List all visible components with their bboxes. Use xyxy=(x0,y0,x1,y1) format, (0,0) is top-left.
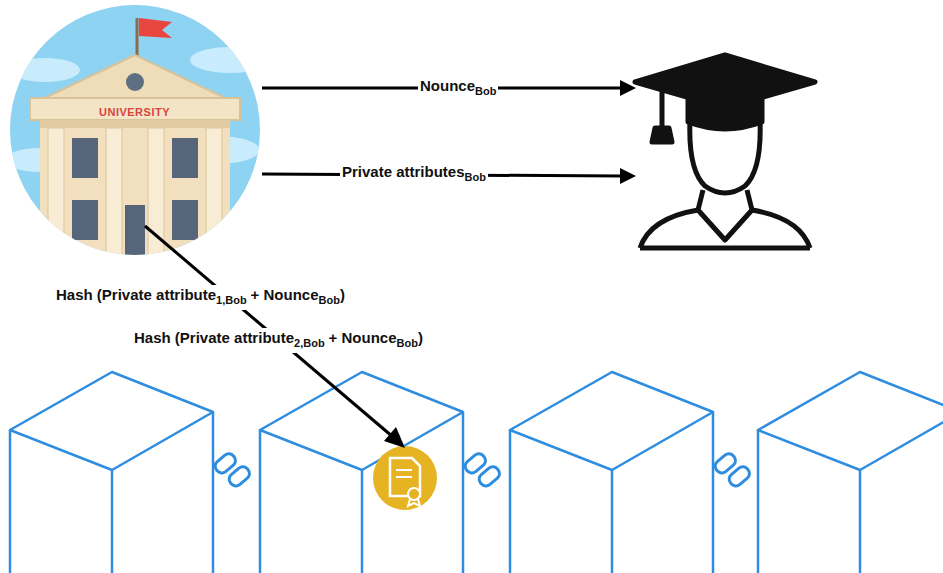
block-cube xyxy=(510,372,713,573)
certificate-icon xyxy=(373,446,437,510)
block-cube xyxy=(758,372,943,573)
subscript-text: Bob xyxy=(465,171,486,183)
block-cube xyxy=(260,372,463,573)
subscript-text: 2,Bob xyxy=(294,337,325,349)
building-sign: UNIVERSITY xyxy=(99,106,170,118)
block-cube xyxy=(10,372,213,573)
message-label: NounceBob xyxy=(418,76,498,101)
label-text: Hash (Private attribute xyxy=(134,329,294,346)
subscript-text: Bob xyxy=(475,85,496,97)
circle-outline xyxy=(10,5,260,255)
label-text: Nounce xyxy=(420,77,475,94)
chain-link xyxy=(213,451,752,488)
subscript-text: 1,Bob xyxy=(216,294,247,306)
message-label: Private attributesBob xyxy=(340,162,488,187)
label-text: Hash (Private attribute xyxy=(56,286,216,303)
label-text: + Nounce xyxy=(329,329,397,346)
label-text: ) xyxy=(418,329,423,346)
subscript-text: Bob xyxy=(397,337,418,349)
university-icon xyxy=(0,0,270,270)
blockchain xyxy=(10,372,943,573)
message-label: Hash (Private attribute2,Bob + NounceBob) xyxy=(132,328,425,353)
university-circle: UNIVERSITY xyxy=(10,5,260,255)
message-label: Hash (Private attribute1,Bob + NounceBob) xyxy=(54,285,347,310)
subscript-text: Bob xyxy=(319,294,340,306)
label-text: + Nounce xyxy=(251,286,319,303)
graduate-icon xyxy=(635,55,815,248)
arrow xyxy=(145,80,636,448)
label-text: ) xyxy=(340,286,345,303)
label-text: Private attributes xyxy=(342,163,465,180)
